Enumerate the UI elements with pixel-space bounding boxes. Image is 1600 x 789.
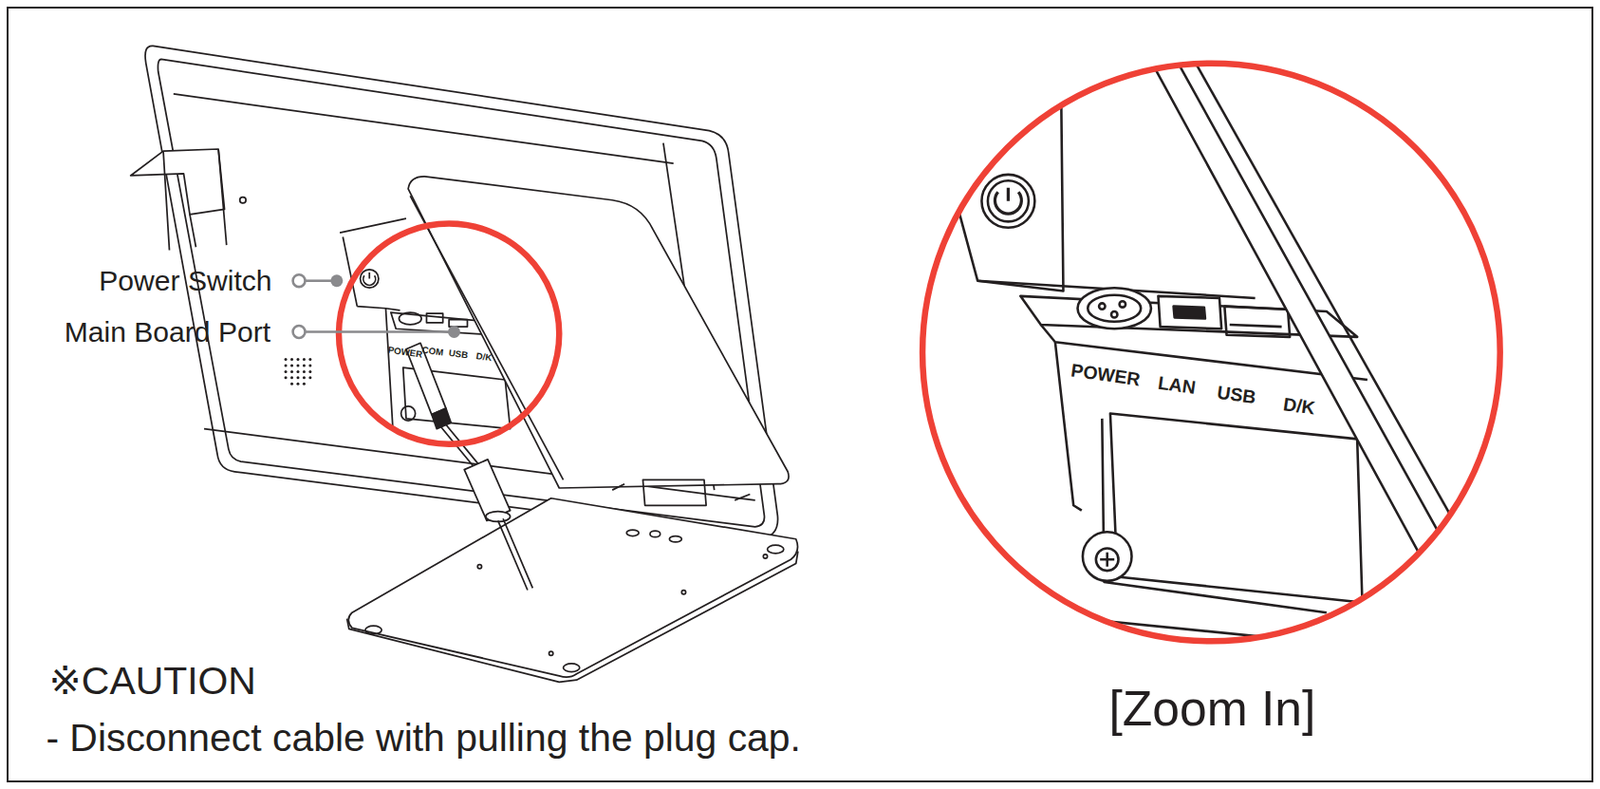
port-label: LAN (1156, 373, 1197, 398)
zoom-caption: [Zoom In] (1108, 685, 1316, 735)
caution-heading: ※CAUTION (49, 661, 257, 701)
port-label: POWER (1069, 360, 1141, 389)
part-label: Main Board Port (64, 316, 271, 346)
caution-note: - Disconnect cable with pulling the plug… (45, 718, 801, 758)
port-label: USB (1216, 383, 1258, 408)
part-label: Power Switch (98, 266, 272, 296)
port-label: D/K (1282, 394, 1317, 418)
